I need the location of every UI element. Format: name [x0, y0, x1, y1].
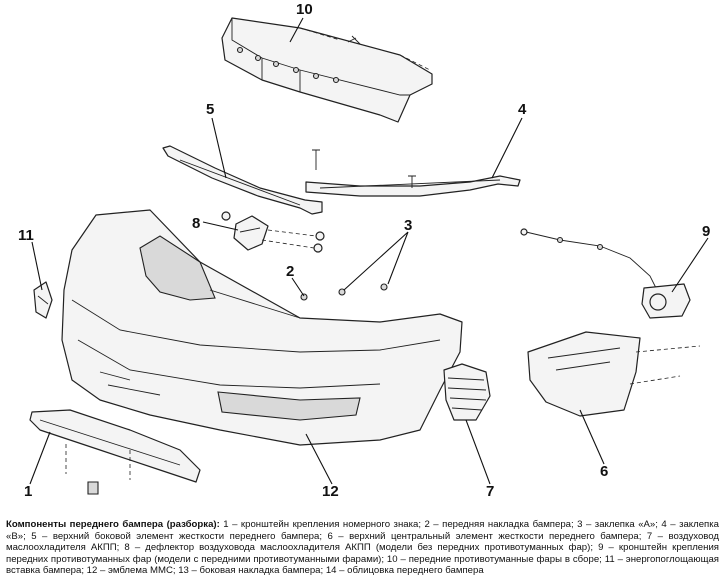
part-6-air-duct: [527, 331, 701, 417]
bumper-exploded-diagram: 10 5 4 8 3 11 2 9 1 12 7 6: [18, 1, 710, 500]
part-11-clip: [33, 281, 53, 319]
callout-8: 8: [192, 215, 200, 232]
part-4-center-stiffener: [305, 175, 521, 197]
caption-text: 1 – кронштейн крепления номерного знака;…: [6, 519, 719, 577]
callout-9: 9: [702, 223, 710, 240]
part-7-grille: [443, 363, 491, 421]
callout-4: 4: [518, 101, 527, 118]
part-9-fog-light: [520, 228, 691, 319]
leader-lines: [29, 17, 709, 485]
callout-12: 12: [322, 483, 339, 500]
callout-10: 10: [296, 1, 313, 18]
callout-3: 3: [404, 217, 412, 234]
callout-6: 6: [600, 463, 608, 480]
part-1-plate-bracket: [29, 409, 201, 495]
callout-7: 7: [486, 483, 494, 500]
callout-1: 1: [24, 483, 32, 500]
figure-caption: Компоненты переднего бампера (разборка):…: [6, 519, 719, 577]
caption-title: Компоненты переднего бампера (разборка):: [6, 519, 220, 530]
callout-5: 5: [206, 101, 214, 118]
callout-11: 11: [18, 227, 34, 244]
part-8-deflector: [221, 211, 325, 253]
callout-numbers: 10 5 4 8 3 11 2 9 1 12 7 6: [18, 1, 710, 500]
part-5-side-stiffener: [162, 145, 323, 215]
callout-2: 2: [286, 263, 294, 280]
part-14-bumper-fascia: [61, 209, 463, 446]
part-10-reinforcement: [221, 17, 433, 123]
